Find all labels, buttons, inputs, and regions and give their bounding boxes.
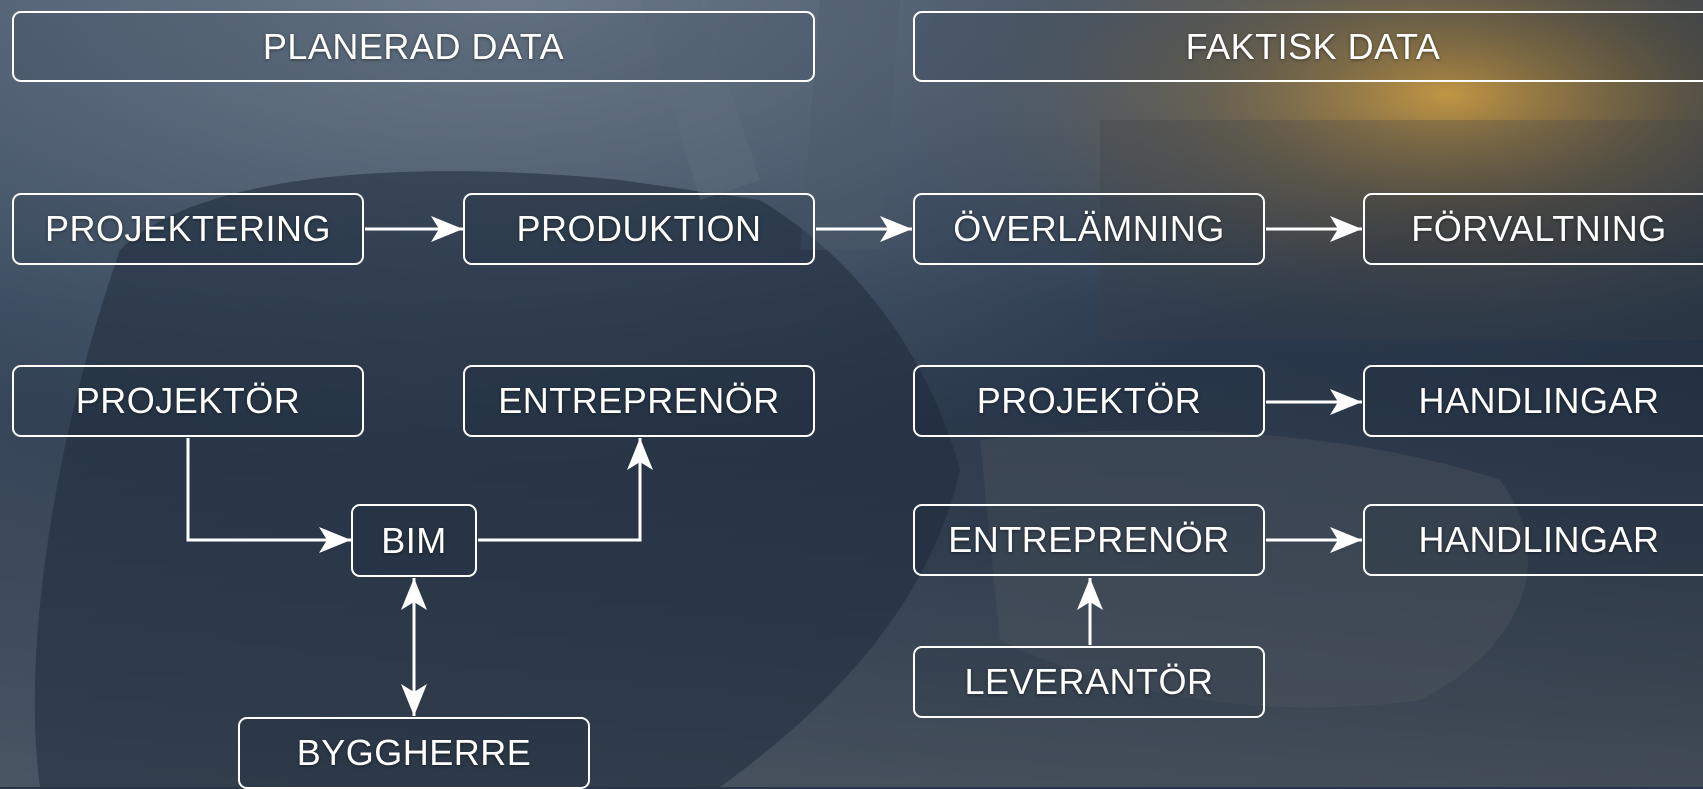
- planned-projektor-box: PROJEKTÖR: [12, 365, 364, 437]
- forvaltning-label: FÖRVALTNING: [1411, 208, 1667, 249]
- actual-entreprenor-box: ENTREPRENÖR: [913, 504, 1265, 576]
- overlamning-label: ÖVERLÄMNING: [953, 208, 1225, 249]
- arrow-projektor-bim: [186, 438, 351, 553]
- entreprenor-handlingar-box: HANDLINGAR: [1363, 504, 1703, 576]
- planned-entreprenor-label: ENTREPRENÖR: [498, 380, 780, 421]
- byggherre-label: BYGGHERRE: [296, 732, 532, 773]
- overlamning-box: ÖVERLÄMNING: [913, 193, 1265, 265]
- actual-projektor-label: PROJEKTÖR: [976, 380, 1202, 421]
- forvaltning-box: FÖRVALTNING: [1363, 193, 1703, 265]
- planned-projektor-label: PROJEKTÖR: [75, 380, 301, 421]
- arrow-bim-entreprenor: [478, 438, 653, 542]
- projektor-handlingar-label: HANDLINGAR: [1418, 380, 1660, 421]
- planned-data-header: PLANERAD DATA: [12, 11, 815, 82]
- byggherre-box: BYGGHERRE: [238, 717, 590, 789]
- projektering-box: PROJEKTERING: [12, 193, 364, 265]
- actual-data-header: FAKTISK DATA: [913, 11, 1703, 82]
- bim-label: BIM: [381, 519, 447, 561]
- produktion-box: PRODUKTION: [463, 193, 815, 265]
- projektering-label: PROJEKTERING: [44, 208, 332, 249]
- produktion-label: PRODUKTION: [516, 208, 762, 249]
- entreprenor-handlingar-label: HANDLINGAR: [1418, 519, 1660, 560]
- leverantor-box: LEVERANTÖR: [913, 646, 1265, 718]
- actual-projektor-box: PROJEKTÖR: [913, 365, 1265, 437]
- leverantor-label: LEVERANTÖR: [964, 661, 1214, 702]
- actual-entreprenor-label: ENTREPRENÖR: [948, 519, 1230, 560]
- bim-box: BIM: [351, 504, 477, 577]
- planned-data-title: PLANERAD DATA: [262, 25, 565, 67]
- actual-data-title: FAKTISK DATA: [1185, 25, 1441, 67]
- planned-entreprenor-box: ENTREPRENÖR: [463, 365, 815, 437]
- projektor-handlingar-box: HANDLINGAR: [1363, 365, 1703, 437]
